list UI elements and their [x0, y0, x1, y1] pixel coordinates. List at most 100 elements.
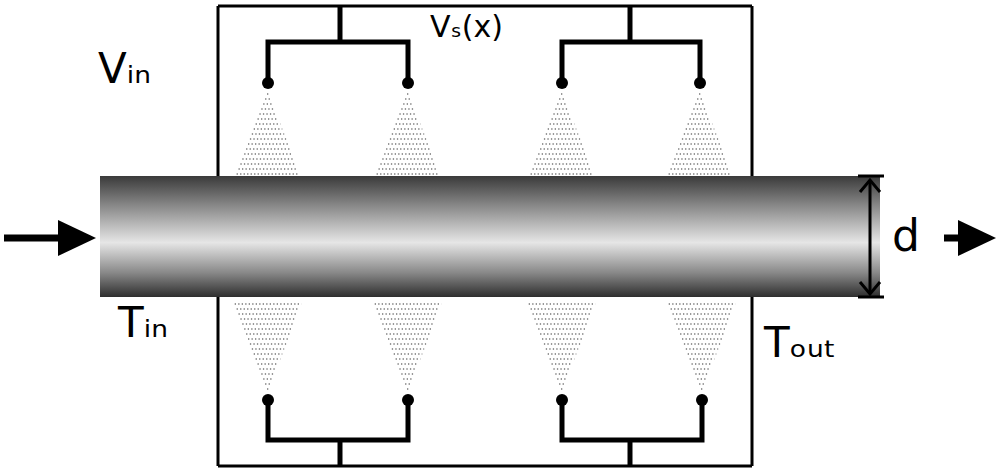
spray-dots: [534, 318, 589, 319]
spray-dots: [529, 303, 596, 304]
spray-dots: [379, 168, 438, 169]
spray-dots: [699, 383, 705, 384]
spray-dots: [263, 103, 273, 104]
spray-dots: [377, 308, 440, 309]
spray-dots: [692, 363, 713, 364]
spray-dots: [263, 378, 273, 379]
spray-dots: [695, 103, 705, 104]
spray-dots: [401, 108, 414, 109]
spray-dots: [380, 318, 435, 319]
spray-dots: [536, 323, 587, 324]
spray-dots: [701, 388, 703, 389]
spray-dots: [388, 338, 428, 339]
spray-dots: [246, 148, 290, 149]
dimension-arrow: [858, 176, 884, 297]
spray-dots: [261, 373, 274, 374]
spray-dots: [259, 113, 276, 114]
spray-dots: [375, 303, 442, 304]
spray-dots: [691, 113, 708, 114]
spray-dots: [676, 323, 727, 324]
spray-dots: [392, 133, 424, 134]
spray-dots: [256, 358, 281, 359]
spray-dots: [531, 308, 594, 309]
spray-dots: [237, 173, 300, 174]
spray-dots: [240, 163, 295, 164]
spray-dots: [540, 148, 584, 149]
spray-dots: [538, 153, 586, 154]
spray-dots: [561, 388, 563, 389]
spray-dots: [561, 93, 563, 94]
spray-dots: [250, 138, 286, 139]
spray-dots: [557, 103, 567, 104]
spray-dots: [390, 138, 426, 139]
spray-dots: [544, 343, 580, 344]
spray-dots: [242, 323, 293, 324]
spray-dots: [248, 143, 288, 144]
spray-dots: [380, 163, 435, 164]
voltage-label: Vₛ(x): [430, 12, 503, 42]
spray-dots: [244, 328, 292, 329]
spray-dots: [686, 128, 715, 129]
spray-dots: [697, 378, 707, 379]
spray-dots: [531, 173, 594, 174]
spray-dots: [261, 108, 274, 109]
spray-dots: [684, 133, 716, 134]
spray-dots: [678, 148, 722, 149]
spray-dots: [550, 358, 575, 359]
spray-dots: [672, 163, 727, 164]
spray-dots: [548, 353, 577, 354]
spray-dots: [533, 313, 592, 314]
spray-dots: [394, 353, 423, 354]
spray-dots: [392, 348, 424, 349]
spray-dots: [673, 313, 732, 314]
spray-dots: [405, 383, 411, 384]
spray-dots: [553, 113, 570, 114]
spray-dots: [386, 148, 430, 149]
spray-dots: [237, 308, 300, 309]
spray-dots: [678, 328, 726, 329]
spray-dots: [695, 373, 708, 374]
spray-dots: [377, 173, 440, 174]
temperature-label: Tᵢₙ: [118, 302, 168, 344]
spray-dots: [550, 123, 575, 124]
spray-dots: [536, 158, 587, 159]
spray-dots: [693, 368, 710, 369]
spray-dots: [680, 333, 724, 334]
spray-dots: [384, 153, 432, 154]
spray-dots: [382, 158, 433, 159]
spray-dots: [534, 163, 589, 164]
spray-dots: [388, 143, 428, 144]
spray-dots: [688, 123, 713, 124]
spray-dots: [259, 368, 276, 369]
spray-dots: [669, 173, 732, 174]
spray-dots: [671, 168, 730, 169]
spray-dots: [258, 118, 279, 119]
spray-dots: [674, 318, 729, 319]
spray-dots: [390, 343, 426, 344]
spray-dots: [688, 353, 717, 354]
spray-dots: [680, 143, 720, 144]
spray-dots: [542, 338, 582, 339]
spray-dots: [405, 98, 411, 99]
spray-dots: [693, 108, 706, 109]
spray-dots: [382, 323, 433, 324]
spray-dots: [252, 348, 284, 349]
spray-dots: [552, 118, 573, 119]
spray-dots: [254, 353, 283, 354]
spray-dots: [256, 123, 281, 124]
voltage-label: Vᵢₙ: [98, 48, 151, 90]
spray-dots: [553, 368, 570, 369]
spray-dots: [676, 153, 724, 154]
spray-dots: [538, 328, 586, 329]
spray-dots: [686, 348, 718, 349]
fiber-rod: [100, 176, 880, 297]
spray-dots: [252, 133, 284, 134]
spray-dots: [248, 338, 288, 339]
spray-dots: [546, 348, 578, 349]
spray-dots: [407, 388, 409, 389]
spray-dots: [555, 373, 568, 374]
spray-dots: [403, 378, 413, 379]
spray-dots: [240, 318, 295, 319]
spray-dots: [396, 123, 421, 124]
spray-dots: [254, 128, 283, 129]
